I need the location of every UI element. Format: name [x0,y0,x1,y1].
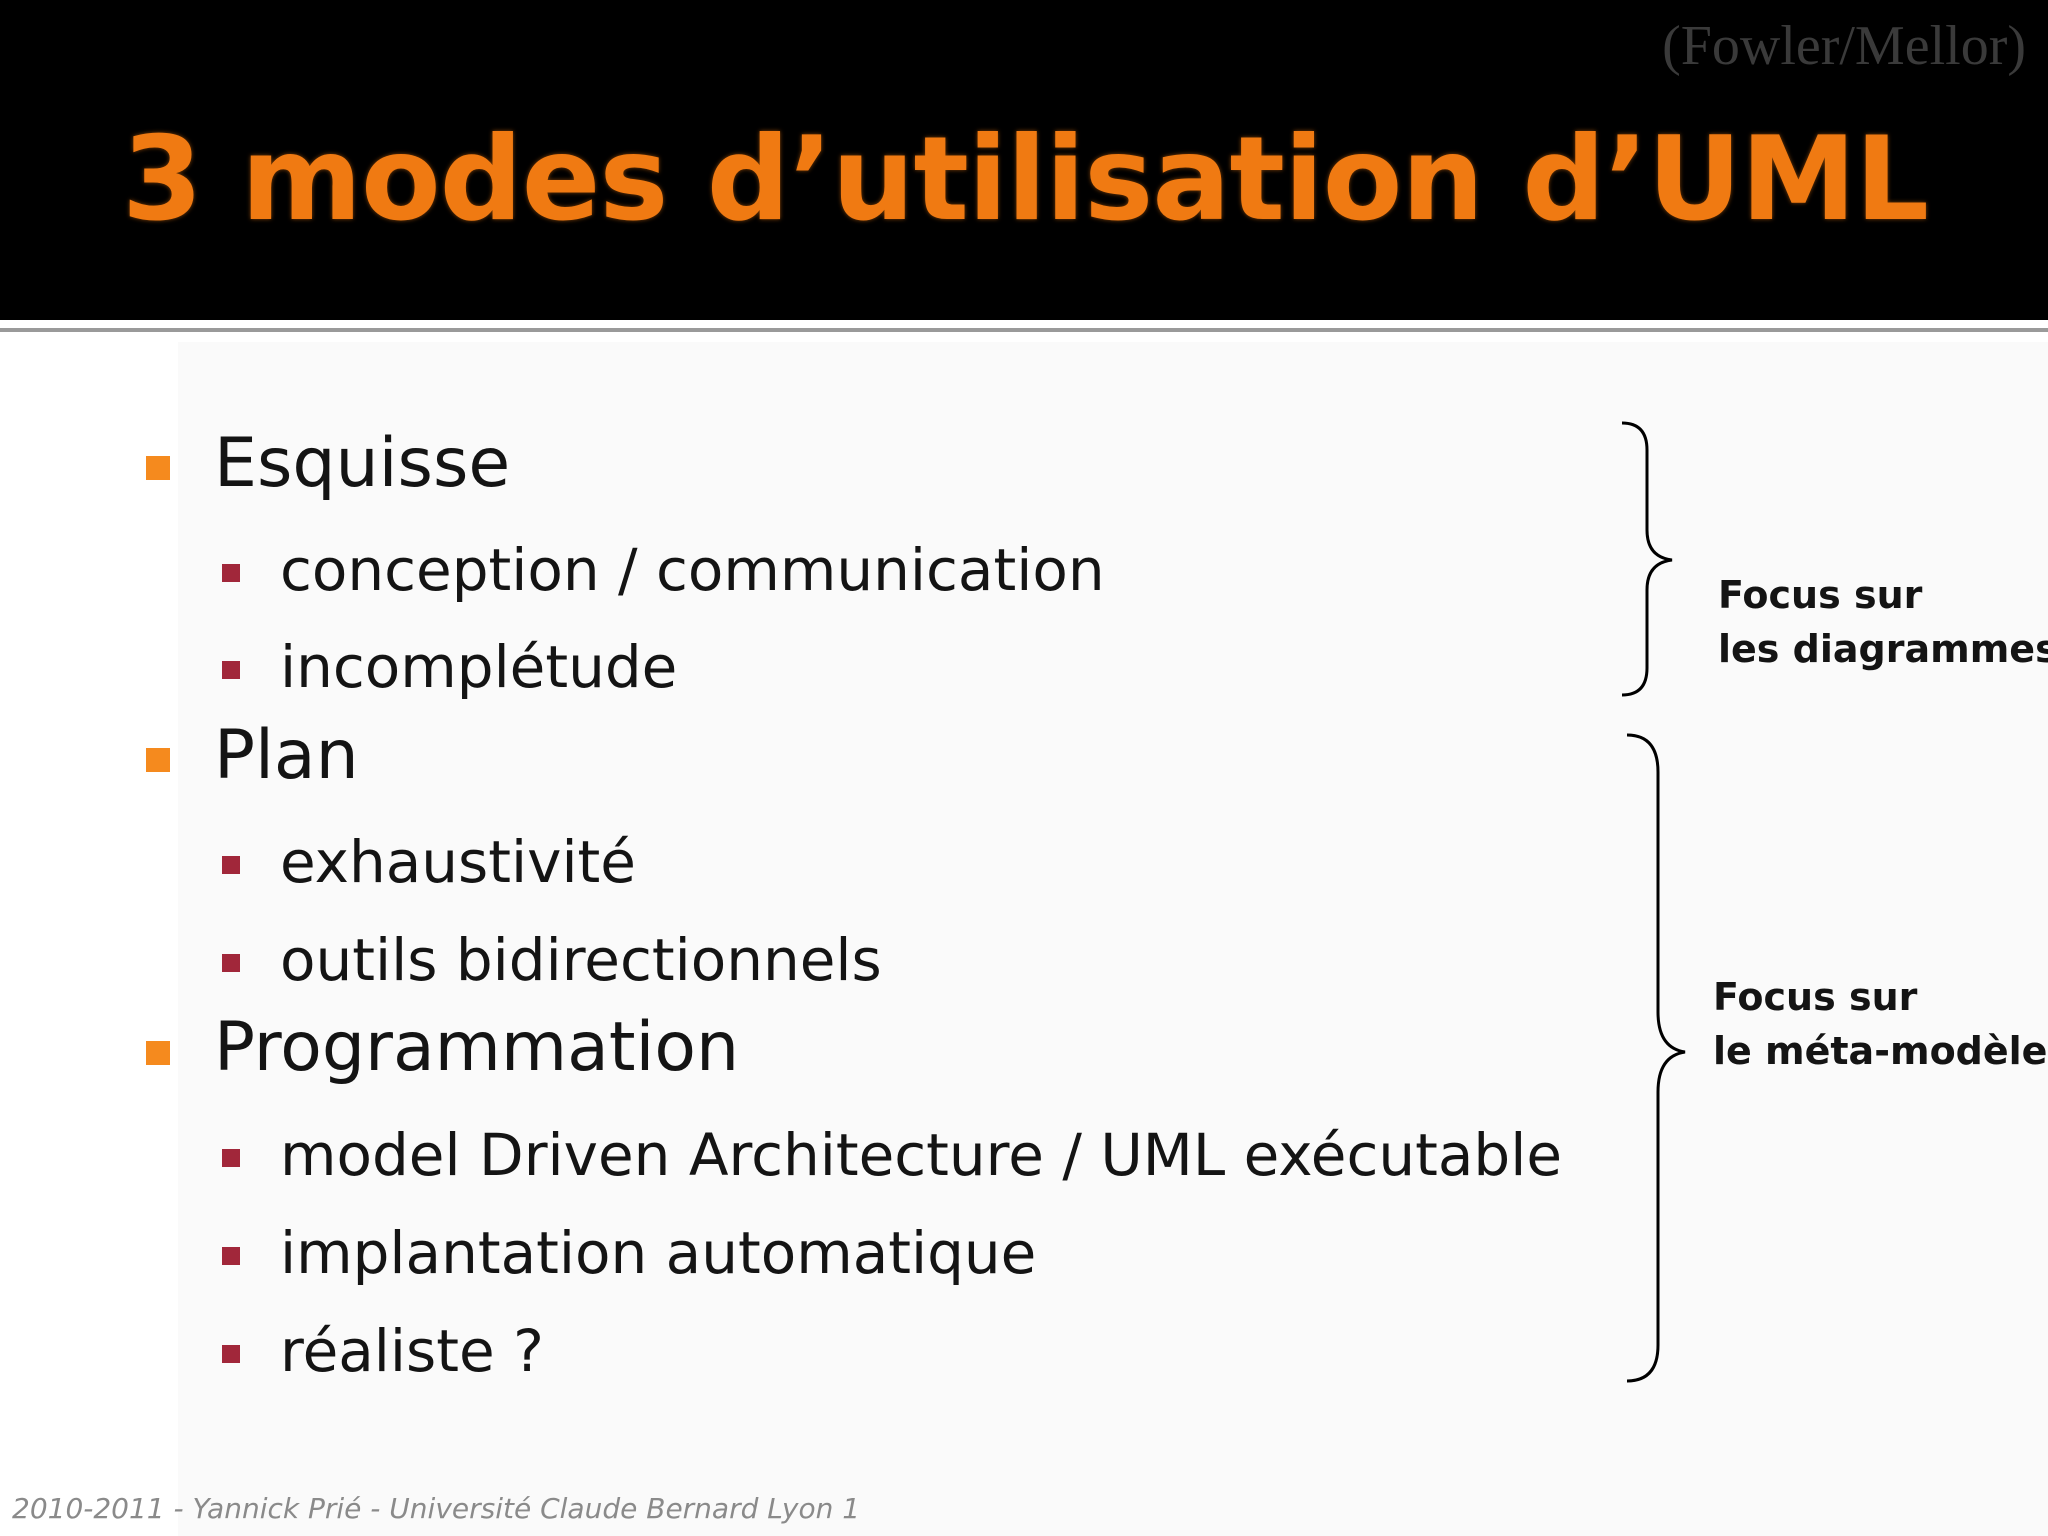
orange-square-bullet-icon [146,1041,170,1065]
slide-title: 3 modes d’utilisation d’UML [122,112,1929,247]
brace-caption-line: Focus sur [1713,975,1918,1019]
curly-brace-bottom-icon [1626,733,1686,1383]
brace-caption-line: les diagrammes [1718,627,2048,671]
content-panel [178,342,2048,1536]
list-item: réaliste ? [280,1317,544,1385]
curly-brace-top-icon [1621,421,1673,697]
orange-square-bullet-icon [146,748,170,772]
list-item: implantation automatique [280,1219,1037,1287]
list-item: model Driven Architecture / UML exécutab… [280,1121,1563,1189]
red-square-bullet-icon [222,1149,240,1167]
list-item: exhaustivité [280,828,636,896]
brace-caption-line: Focus sur [1718,573,1923,617]
header-band: (Fowler/Mellor) 3 modes d’utilisation d’… [0,0,2048,320]
red-square-bullet-icon [222,856,240,874]
red-square-bullet-icon [222,661,240,679]
footer-credit: 2010-2011 - Yannick Prié - Université Cl… [12,1492,861,1525]
brace-caption-meta-modele: Focus sur le méta-modèle [1713,970,2047,1078]
mode-label-esquisse: Esquisse [214,424,511,503]
orange-square-bullet-icon [146,456,170,480]
header-divider [0,328,2048,332]
brace-caption-line: le méta-modèle [1713,1029,2048,1073]
attribution: (Fowler/Mellor) [1662,15,2026,77]
red-square-bullet-icon [222,1345,240,1363]
mode-label-programmation: Programmation [214,1008,740,1087]
list-item: incomplétude [280,633,678,701]
list-item: outils bidirectionnels [280,926,882,994]
list-item: conception / communication [280,536,1105,604]
brace-caption-diagrammes: Focus sur les diagrammes [1718,568,2048,676]
red-square-bullet-icon [222,564,240,582]
red-square-bullet-icon [222,1247,240,1265]
red-square-bullet-icon [222,954,240,972]
mode-label-plan: Plan [214,716,359,795]
